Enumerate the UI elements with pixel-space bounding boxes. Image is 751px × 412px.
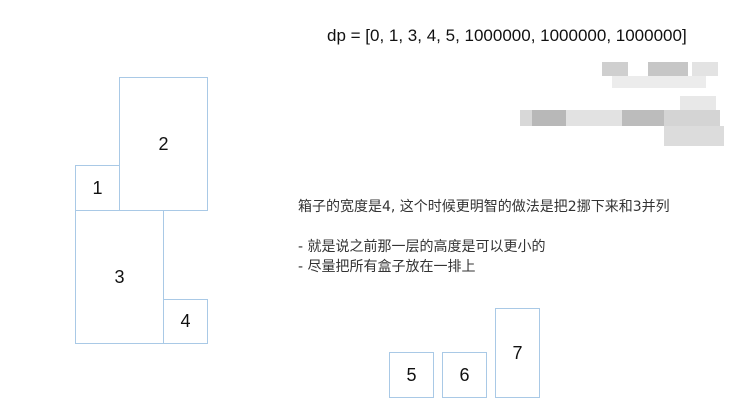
box-3-label: 3	[114, 266, 125, 287]
box-6: 6	[442, 352, 487, 398]
note-bullet-1: - 就是说之前那一层的高度是可以更小的	[298, 239, 546, 255]
box-2: 2	[119, 77, 208, 211]
box-4-label: 4	[180, 311, 191, 331]
note-bullet-2: - 尽量把所有盒子放在一排上	[298, 259, 476, 275]
box-5: 5	[389, 352, 434, 398]
box-2-label: 2	[158, 133, 169, 154]
box-3: 3	[75, 210, 164, 344]
box-1-label: 1	[92, 177, 103, 198]
box-7-label: 7	[512, 342, 523, 363]
explanation-note: 箱子的宽度是4, 这个时候更明智的做法是把2挪下来和3并列 - 就是说之前那一层…	[298, 197, 738, 277]
box-7: 7	[495, 308, 540, 398]
box-5-label: 5	[406, 364, 417, 385]
dp-array-text: dp = [0, 1, 3, 4, 5, 1000000, 1000000, 1…	[327, 26, 687, 45]
box-6-label: 6	[459, 364, 470, 385]
box-4: 4	[163, 299, 208, 344]
box-1: 1	[75, 165, 120, 211]
note-line-1: 箱子的宽度是4, 这个时候更明智的做法是把2挪下来和3并列	[298, 199, 670, 215]
